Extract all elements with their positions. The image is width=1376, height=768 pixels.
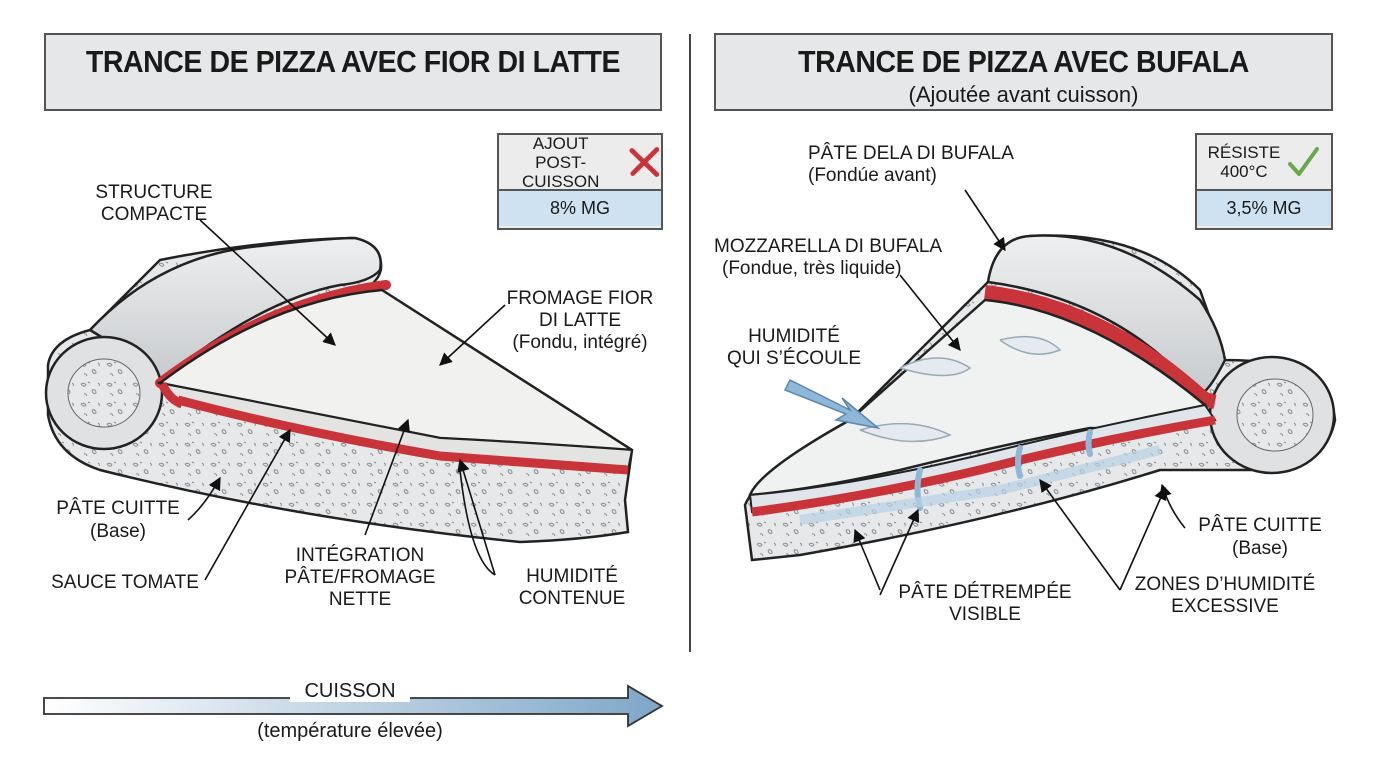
right-badge-value: 3,5% MG — [1197, 191, 1331, 226]
label-detrempee: PÂTE DÉTREMPÉE VISIBLE — [898, 582, 1072, 625]
cuisson-sublabel: (température élevée) — [257, 720, 443, 742]
left-title: TRANCE DE PIZZA AVEC FIOR DI LATTE — [85, 44, 621, 79]
moisture-flow-arrow — [783, 378, 881, 430]
label-pate-cuite-left-note: (Base) — [90, 521, 146, 542]
label-zones: ZONES D’HUMIDITÉ EXCESSIVE — [1134, 574, 1316, 617]
label-mozzarella-note: (Fondue, très liquide) — [722, 258, 902, 279]
label-pate-cuite-left: PÂTE CUITTE — [56, 498, 180, 519]
right-title: TRANCE DE PIZZA AVEC BUFALA — [798, 44, 1249, 79]
label-humidite-left: HUMIDITÉ CONTENUE — [518, 566, 626, 609]
left-badge-value: 8% MG — [499, 191, 661, 226]
right-leaders — [853, 189, 1186, 596]
right-slice — [743, 234, 1337, 562]
cuisson-label: CUISSON — [290, 680, 410, 702]
left-badge: AJOUT POST-CUISSON 8% MG — [497, 133, 663, 230]
right-badge-line1: RÉSISTE — [1207, 143, 1281, 162]
check-icon — [1288, 147, 1320, 176]
label-pate-cuite-right-note: (Base) — [1232, 538, 1288, 559]
right-subtitle: (Ajoutée avant cuisson) — [908, 82, 1139, 107]
right-badge-status: RÉSISTE 400°C — [1197, 135, 1331, 191]
label-pate-cuite-right: PÂTE CUITTE — [1198, 515, 1322, 536]
label-integration: INTÉGRATION PÂTE/FROMAGE NETTE — [284, 545, 436, 610]
cuisson-arrow — [43, 684, 664, 728]
label-fromage-note: (Fondu, intégré) — [512, 332, 648, 353]
left-leaders — [187, 219, 506, 581]
left-title-box: TRANCE DE PIZZA AVEC FIOR DI LATTE — [44, 33, 662, 111]
left-humidity-leader — [459, 469, 496, 576]
left-slice — [44, 236, 634, 544]
label-pate-dela: PÂTE DELA DI BUFALA — [808, 143, 1014, 164]
right-badge: RÉSISTE 400°C 3,5% MG — [1195, 133, 1333, 230]
left-badge-status: AJOUT POST-CUISSON — [499, 133, 661, 191]
label-humidite-right: HUMIDITÉ QUI S’ÉCOULE — [726, 326, 862, 369]
panel-divider — [689, 34, 691, 652]
label-structure: STRUCTURE COMPACTE — [95, 182, 213, 225]
label-pate-dela-note: (Fondúe avant) — [808, 165, 937, 186]
label-mozzarella: MOZZARELLA DI BUFALA — [714, 236, 943, 257]
right-badge-line2: 400°C — [1220, 162, 1268, 181]
label-fromage: FROMAGE FIOR DI LATTE — [506, 288, 654, 331]
cross-icon — [629, 147, 660, 177]
label-sauce: SAUCE TOMATE — [51, 572, 199, 593]
right-title-box: TRANCE DE PIZZA AVEC BUFALA (Ajoutée ava… — [714, 33, 1333, 111]
left-badge-line1: AJOUT — [532, 133, 589, 153]
left-badge-line2: POST-CUISSON — [521, 152, 600, 191]
